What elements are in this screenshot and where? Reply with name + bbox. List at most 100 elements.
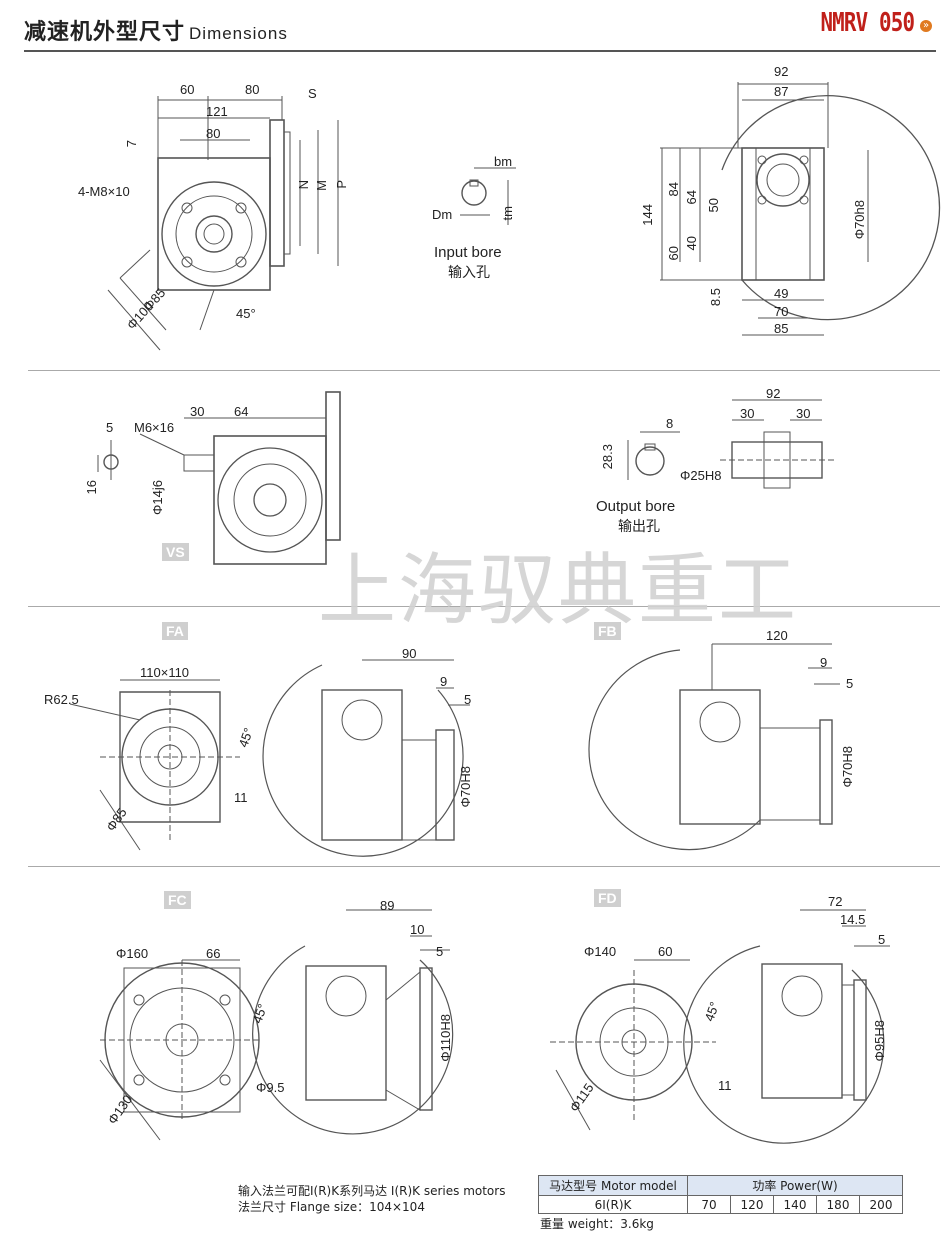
dim-label: Φ70H8 — [458, 766, 473, 808]
dim-label: 60 — [180, 82, 195, 97]
dim-label: 80 — [206, 126, 221, 141]
dim-label: 92 — [774, 64, 789, 79]
dim-label: 80 — [245, 82, 260, 97]
power-cell: 70 — [687, 1195, 731, 1214]
dim-label: Φ140 — [584, 944, 617, 959]
dim-label: 30 — [740, 406, 755, 421]
dim-label: 5 — [878, 932, 886, 947]
dim-label: 8.5 — [708, 288, 723, 307]
footer-weight: 重量 weight：3.6kg — [540, 1217, 654, 1231]
section-divider — [28, 866, 940, 867]
tag-fd: FD — [594, 889, 621, 907]
tag-fb: FB — [594, 622, 621, 640]
dim-label: 40 — [684, 236, 699, 251]
dim-label: Φ160 — [116, 946, 149, 961]
power-table-header: 功率 Power(W) — [687, 1175, 903, 1196]
arrow-icon: » — [920, 20, 932, 32]
dim-label: Φ70h8 — [852, 200, 867, 240]
dim-label: 89 — [380, 898, 395, 913]
title-cn: 减速机外型尺寸 — [24, 20, 186, 45]
dim-label: 45° — [236, 306, 256, 321]
dim-label: 85 — [774, 321, 789, 336]
dim-label: 28.3 — [600, 444, 615, 470]
dim-label: 4-M8×10 — [78, 184, 130, 199]
output-bore-title-cn: 输出孔 — [618, 519, 660, 535]
dim-label: 144 — [640, 204, 655, 226]
dim-label: 16 — [84, 480, 99, 495]
dim-label: 5 — [106, 420, 114, 435]
power-cell: 120 — [730, 1195, 774, 1214]
dim-label: 60 — [666, 246, 681, 261]
dim-label: 11 — [718, 1078, 732, 1093]
dim-label: Φ110H8 — [438, 1014, 453, 1062]
dim-label: 8 — [666, 416, 674, 431]
dim-label: 9 — [820, 655, 828, 670]
dim-label: 84 — [666, 182, 681, 197]
dim-label: 121 — [206, 104, 228, 119]
section-divider — [28, 606, 940, 607]
dim-label: 49 — [774, 286, 789, 301]
dim-label: 64 — [684, 190, 699, 205]
dim-label: Φ25H8 — [680, 468, 722, 483]
tag-fa: FA — [162, 622, 188, 640]
dim-label: 60 — [658, 944, 673, 959]
motor-table: 马达型号 Motor model 功率 Power(W) 6I(R)K 70 1… — [538, 1175, 903, 1214]
dim-label: 30 — [796, 406, 811, 421]
dim-label: 5 — [846, 676, 854, 691]
power-cell: 140 — [773, 1195, 817, 1214]
dim-label: N — [296, 180, 311, 190]
model-code: NMRV 050 — [820, 8, 915, 38]
dim-label: M — [314, 180, 329, 191]
dim-label: 5 — [464, 692, 472, 707]
dim-label: P — [334, 180, 349, 189]
dim-label: 14.5 — [840, 912, 866, 927]
fb-view-drawing — [588, 643, 840, 851]
tag-fc: FC — [164, 891, 191, 909]
output-bore-title-en: Output bore — [596, 498, 676, 515]
footer-motor-note: 输入法兰可配I(R)K系列马达 I(R)K series motors — [238, 1184, 506, 1198]
dim-label: M6×16 — [134, 420, 175, 435]
power-cell: 200 — [859, 1195, 903, 1214]
dim-label: 110×110 — [140, 665, 190, 680]
dim-label: 9 — [440, 674, 448, 689]
fc-view-drawing — [99, 909, 454, 1141]
header-rule — [24, 50, 936, 52]
dim-label: 120 — [766, 628, 788, 643]
dim-label: 90 — [402, 646, 417, 661]
power-cell: 180 — [816, 1195, 860, 1214]
vs-view-drawing — [97, 391, 341, 565]
side-view-drawing — [660, 82, 941, 336]
dim-label: 66 — [206, 946, 221, 961]
front-view-drawing — [107, 96, 339, 351]
title-en: Dimensions — [189, 24, 288, 43]
input-bore-drawing — [460, 167, 516, 225]
dim-label: Dm — [432, 207, 453, 222]
watermark: 上海驭典重工 — [318, 546, 799, 636]
dim-label: 72 — [828, 894, 843, 909]
dim-label: 10 — [410, 922, 425, 937]
dim-label: Φ95H8 — [872, 1020, 887, 1062]
dim-label: Φ9.5 — [256, 1080, 285, 1095]
motor-model-cell: 6I(R)K — [538, 1195, 688, 1214]
dim-label: 5 — [436, 944, 444, 959]
dim-label: bm — [494, 154, 513, 169]
dim-label: 87 — [774, 84, 789, 99]
fd-view-drawing — [550, 909, 890, 1144]
dim-label: R62.5 — [44, 692, 79, 707]
input-bore-title-cn: 输入孔 — [448, 265, 490, 281]
dim-label: tm — [500, 206, 515, 221]
section-divider — [28, 370, 940, 371]
fa-view-drawing — [69, 659, 470, 857]
dim-label: 7 — [124, 140, 139, 148]
motor-table-header: 马达型号 Motor model — [538, 1175, 688, 1196]
dim-label: Φ70H8 — [840, 746, 855, 788]
footer-flange-size: 法兰尺寸 Flange size：104×104 — [238, 1200, 425, 1214]
dim-label: S — [308, 86, 317, 101]
input-bore-title-en: Input bore — [434, 244, 502, 261]
dim-label: 50 — [706, 198, 721, 213]
dim-label: 30 — [190, 404, 205, 419]
dim-label: 11 — [234, 790, 248, 805]
